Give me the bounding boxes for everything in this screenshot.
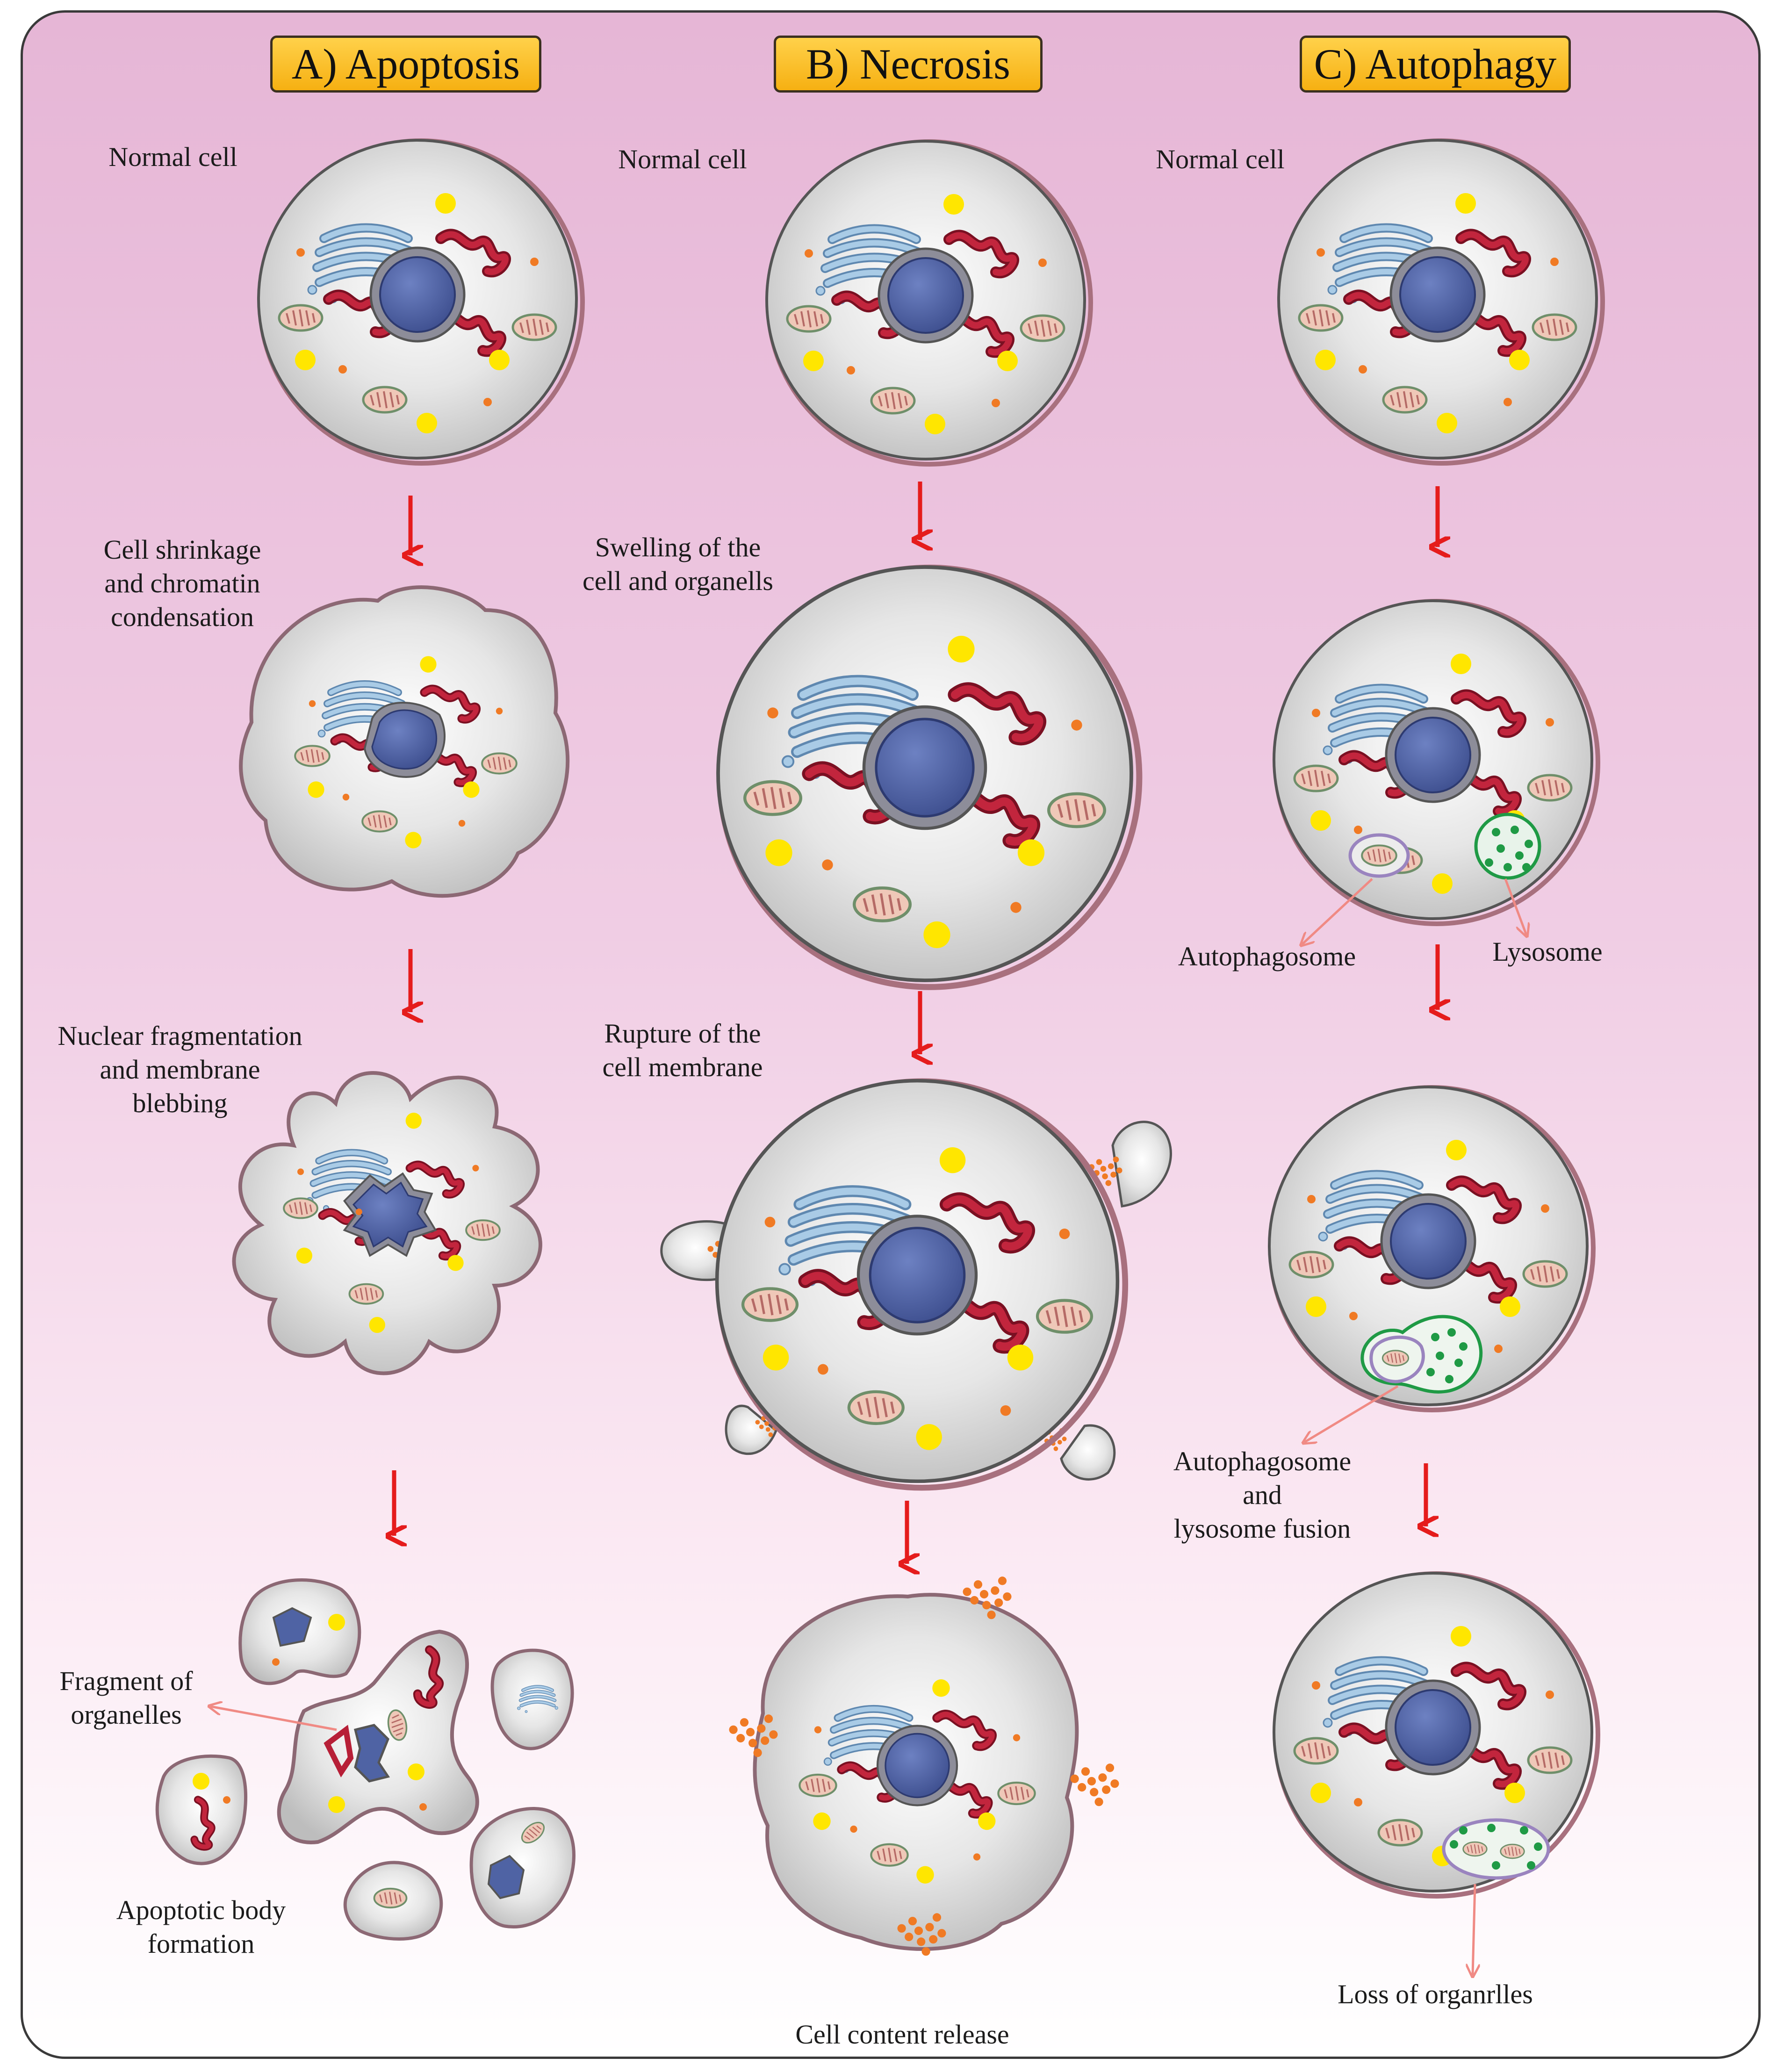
digesting-autolysosome bbox=[1442, 1818, 1550, 1880]
header-necrosis: B) Necrosis bbox=[774, 36, 1043, 93]
necrosis-swollen-cell bbox=[718, 567, 1139, 987]
necrosis-releasing-cell bbox=[753, 1593, 1079, 1951]
necrosis-ruptured-cell bbox=[660, 1081, 1172, 1488]
header-autophagy-text: C) Autophagy bbox=[1314, 40, 1557, 88]
label-autophagy-normal-cell: Normal cell bbox=[1156, 144, 1285, 174]
apoptosis-shrunken-cell bbox=[239, 585, 570, 898]
header-apoptosis-text: A) Apoptosis bbox=[291, 40, 520, 88]
header-necrosis-text: B) Necrosis bbox=[806, 40, 1010, 88]
label-swelling: Swelling of the cell and organells bbox=[582, 532, 773, 596]
label-lysosome: Lysosome bbox=[1492, 936, 1603, 967]
label-fragment-of-organelles: Fragment of organelles bbox=[59, 1666, 193, 1730]
label-cell-content-release: Cell content release bbox=[795, 2019, 1009, 2050]
label-apoptotic-body: Apoptotic body formation bbox=[116, 1895, 286, 1959]
header-autophagy: C) Autophagy bbox=[1300, 36, 1571, 93]
apoptosis-blebbing-cell bbox=[232, 1071, 542, 1375]
label-nuclear-fragmentation: Nuclear fragmentation and membrane blebb… bbox=[58, 1021, 302, 1118]
label-autophagosome: Autophagosome bbox=[1178, 941, 1356, 971]
header-apoptosis: A) Apoptosis bbox=[270, 36, 541, 93]
autophagosome-vesicle bbox=[1348, 833, 1410, 878]
lysosome-pointer bbox=[1504, 878, 1526, 935]
necrosis-normal-cell bbox=[767, 141, 1091, 464]
apoptosis-normal-cell bbox=[259, 140, 583, 463]
apoptotic-bodies bbox=[155, 1578, 576, 1941]
autophagy-normal-cell bbox=[1279, 140, 1603, 463]
label-fusion: Autophagosome and lysosome fusion bbox=[1173, 1446, 1352, 1544]
label-apoptosis-normal-cell: Normal cell bbox=[108, 142, 237, 172]
loss-pointer bbox=[1473, 1884, 1475, 1975]
label-rupture: Rupture of the cell membrane bbox=[602, 1018, 763, 1082]
label-loss-of-organelles: Loss of organrlles bbox=[1338, 1979, 1533, 2009]
label-necrosis-normal-cell: Normal cell bbox=[618, 144, 747, 174]
autolysosome-vesicle bbox=[1360, 1315, 1483, 1394]
lysosome-vesicle bbox=[1474, 813, 1541, 880]
fusion-pointer bbox=[1304, 1385, 1399, 1442]
autophagosome-pointer bbox=[1302, 878, 1373, 944]
autophagy-cell-with-vesicles bbox=[1274, 601, 1598, 924]
label-cell-shrinkage: Cell shrinkage and chromatin condensatio… bbox=[103, 534, 261, 632]
apoptosis-fragment-pointer bbox=[210, 1706, 337, 1731]
